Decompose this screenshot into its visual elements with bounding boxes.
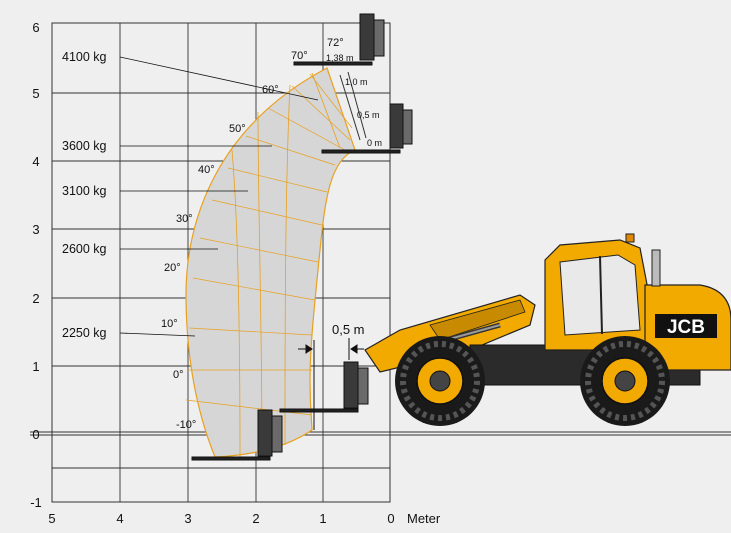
x-tick-0: 0 xyxy=(387,511,394,526)
x-axis-unit: Meter xyxy=(407,511,441,526)
ground-line xyxy=(30,431,731,436)
extension-labels: 1,38 m 1,0 m 0,5 m 0 m xyxy=(326,53,382,148)
fork-lower xyxy=(279,361,369,413)
extension-label-1-0: 1,0 m xyxy=(345,77,368,87)
angle-label-40: 40° xyxy=(198,164,215,176)
angle-label-10: 10° xyxy=(161,318,178,330)
angle-label-20: 20° xyxy=(164,262,181,274)
extension-label-0: 0 m xyxy=(367,138,382,148)
envelope-radial-lines xyxy=(231,72,341,458)
y-tick-4: 4 xyxy=(32,154,39,169)
boom-lines xyxy=(339,71,367,141)
angle-label-0: 0° xyxy=(173,369,184,381)
angle-label-70: 70° xyxy=(291,50,308,62)
x-tick-5: 5 xyxy=(48,511,55,526)
load-leaders xyxy=(119,56,319,337)
angle-label-60: 60° xyxy=(262,84,279,96)
lift-envelope xyxy=(185,67,367,458)
x-tick-3: 3 xyxy=(184,511,191,526)
load-label-2250: 2250 kg xyxy=(62,326,107,340)
extension-label-1-38: 1,38 m xyxy=(326,53,354,63)
angle-label-50: 50° xyxy=(229,123,246,135)
dimension-marker xyxy=(298,338,364,430)
fork-bottom xyxy=(191,409,283,461)
y-tick-minus-1: -1 xyxy=(30,495,42,510)
y-tick-6: 6 xyxy=(32,20,39,35)
extension-label-0-5: 0,5 m xyxy=(357,110,380,120)
y-tick-0: 0 xyxy=(32,427,39,442)
y-tick-5: 5 xyxy=(32,86,39,101)
envelope-area xyxy=(185,67,356,458)
x-tick-4: 4 xyxy=(116,511,123,526)
y-tick-1: 1 xyxy=(32,359,39,374)
x-axis-labels: 5 4 3 2 1 0 Meter xyxy=(48,511,441,526)
angle-label-72: 72° xyxy=(327,37,344,49)
x-tick-1: 1 xyxy=(319,511,326,526)
fork-carriages xyxy=(191,13,413,461)
load-label-4100: 4100 kg xyxy=(62,50,107,64)
angle-label-30: 30° xyxy=(176,213,193,225)
rear-wheel xyxy=(580,336,670,426)
y-tick-2: 2 xyxy=(32,291,39,306)
load-labels: 4100 kg 3600 kg 3100 kg 2600 kg 2250 kg xyxy=(62,50,107,340)
brand-label: JCB xyxy=(667,317,705,338)
load-label-2600: 2600 kg xyxy=(62,242,107,256)
front-wheel xyxy=(395,336,485,426)
load-label-3600: 3600 kg xyxy=(62,139,107,153)
dimension-label: 0,5 m xyxy=(332,322,365,337)
telehandler-machine: JCB xyxy=(364,233,731,426)
load-label-3100: 3100 kg xyxy=(62,184,107,198)
x-tick-2: 2 xyxy=(252,511,259,526)
fork-top xyxy=(293,13,385,66)
angle-labels: 72° 70° 60° 50° 40° 30° 20° 10° 0° -10° xyxy=(161,37,344,431)
fork-upper-mid xyxy=(321,103,413,154)
y-tick-3: 3 xyxy=(32,222,39,237)
y-axis-labels: 6 5 4 3 2 1 0 -1 xyxy=(30,20,42,510)
jcb-logo xyxy=(655,314,717,338)
angle-label-minus-10: -10° xyxy=(176,419,196,431)
